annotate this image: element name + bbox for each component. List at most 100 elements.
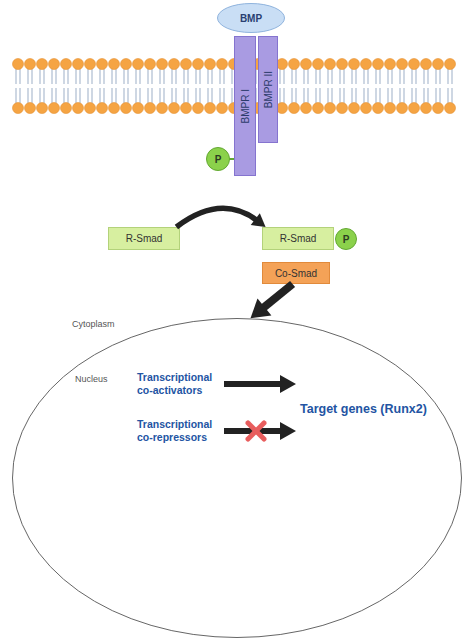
lipid-tail [79, 68, 80, 84]
lipid-tail [151, 68, 152, 84]
lipid-head [397, 103, 408, 114]
lipid-head [73, 59, 84, 70]
phosphate-circle-shape [207, 148, 230, 171]
lipid-head [337, 103, 348, 114]
lipid-tail [51, 68, 52, 84]
lipid-tail [415, 68, 416, 84]
lipid-tail [19, 68, 20, 84]
lipid-tail [67, 68, 68, 84]
lipid-tail [91, 68, 92, 84]
lipid-tail [351, 68, 352, 84]
lipid-tail [403, 88, 404, 104]
lipid-tail [31, 68, 32, 84]
lipid-tail [219, 68, 220, 84]
lipid-head [205, 103, 216, 114]
lipid-head [61, 103, 72, 114]
ligand-ellipse-shape [218, 4, 285, 33]
lipid-tail [403, 68, 404, 84]
lipid-tail [55, 68, 56, 84]
lipid-head [313, 103, 324, 114]
protein-box: Co-Smad [262, 262, 330, 284]
node-text: P [343, 234, 350, 245]
lipid-head [181, 59, 192, 70]
lipid-tail [187, 88, 188, 104]
lipid-head [121, 59, 132, 70]
protein-box: R-Smad [262, 227, 334, 250]
lipid-tail [363, 88, 364, 104]
lipid-head [289, 103, 300, 114]
lipid-tail [291, 68, 292, 84]
lipid-tail [327, 68, 328, 84]
lipid-tail [27, 88, 28, 104]
lipid-tail [39, 68, 40, 84]
lipid-tail [367, 68, 368, 84]
lipid-head [433, 59, 444, 70]
lipid-tail [151, 88, 152, 104]
lipid-tail [123, 88, 124, 104]
lipid-head [85, 59, 96, 70]
block-cross [248, 423, 264, 439]
lipid-tail [439, 88, 440, 104]
lipid-tail [291, 88, 292, 104]
lipid-tail [99, 88, 100, 104]
lipid-tail [367, 88, 368, 104]
lipid-tail [171, 88, 172, 104]
lipid-tail [295, 68, 296, 84]
lipid-head [433, 103, 444, 114]
lipid-tail [79, 88, 80, 104]
lipid-head [145, 59, 156, 70]
arrow-head [251, 213, 266, 227]
lipid-tail [15, 88, 16, 104]
phosphate-circle: P [206, 147, 230, 171]
lipid-tail [379, 88, 380, 104]
lipid-tail [103, 68, 104, 84]
lipid-head [109, 103, 120, 114]
lipid-head [349, 103, 360, 114]
lipid-head [361, 103, 372, 114]
lipid-head [349, 59, 360, 70]
lipid-head [217, 103, 228, 114]
lipid-tail [175, 88, 176, 104]
lipid-head [445, 103, 456, 114]
phosphate-circle-shape [336, 229, 357, 250]
node-text: BMPR I [240, 89, 251, 123]
lipid-tail [111, 88, 112, 104]
lipid-tail [163, 88, 164, 104]
gene-label: Target genes (Runx2) [300, 402, 427, 416]
lipid-tail [415, 88, 416, 104]
nucleus-ellipse: Nucleus [12, 318, 462, 638]
lipid-tail [175, 68, 176, 84]
lipid-tail [447, 88, 448, 104]
lipid-tail [391, 68, 392, 84]
lipid-head [385, 103, 396, 114]
lipid-tail [55, 88, 56, 104]
lipid-head [385, 59, 396, 70]
lipid-head [421, 59, 432, 70]
lipid-tail [115, 88, 116, 104]
lipid-tail [147, 68, 148, 84]
lipid-head [421, 103, 432, 114]
lipid-head [409, 103, 420, 114]
lipid-tail [283, 88, 284, 104]
lipid-tail [223, 68, 224, 84]
lipid-tail [75, 88, 76, 104]
lipid-head [193, 59, 204, 70]
lipid-tail [343, 68, 344, 84]
lipid-tail [99, 68, 100, 84]
lipid-tail [427, 68, 428, 84]
node-text: R-Smad [126, 233, 163, 244]
lipid-tail [207, 88, 208, 104]
lipid-head [157, 59, 168, 70]
lipid-head [181, 103, 192, 114]
lipid-head [13, 103, 24, 114]
lipid-tail [447, 68, 448, 84]
lipid-head [13, 59, 24, 70]
lipid-tail [427, 88, 428, 104]
lipid-head [169, 59, 180, 70]
lipid-tail [115, 68, 116, 84]
lipid-tail [451, 68, 452, 84]
lipid-tail [127, 68, 128, 84]
lipid-head [145, 103, 156, 114]
